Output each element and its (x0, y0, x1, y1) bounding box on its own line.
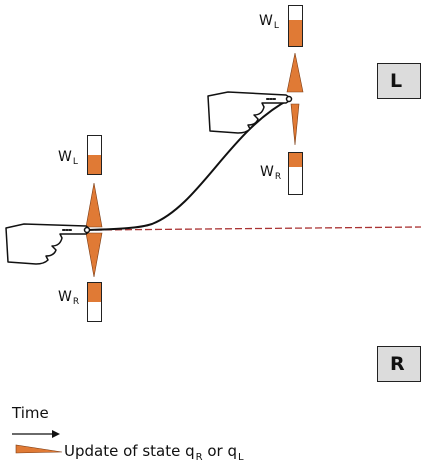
weight-label-end-right: WR (260, 164, 282, 182)
weight-bar-fill (88, 283, 101, 302)
weight-bar-end-left (288, 5, 303, 47)
end-pointing-hand-icon (207, 91, 293, 134)
start-pointing-hand-icon (5, 223, 91, 265)
weight-bar-fill (289, 153, 302, 167)
legend-update-label: Update of state qR or qL (64, 442, 244, 463)
legend-time-label: Time (12, 404, 49, 422)
start-up-triangle-icon (85, 182, 103, 228)
side-label-left: L (377, 63, 421, 99)
weight-bar-end-right (288, 152, 303, 195)
trajectory-curve (87, 98, 291, 231)
weight-bar-fill (289, 20, 302, 46)
weight-label-start-left: WL (58, 149, 78, 167)
side-label-right: R (377, 346, 421, 382)
legend-orange-triangle-icon (15, 444, 63, 454)
start-down-triangle-icon (85, 232, 103, 278)
time-arrow-icon (52, 430, 60, 438)
midline (94, 226, 421, 231)
weight-bar-fill (88, 155, 101, 174)
weight-bar-start-left (87, 135, 102, 175)
weight-label-end-left: WL (259, 13, 279, 31)
weight-label-start-right: WR (58, 289, 80, 307)
end-down-triangle-icon (290, 103, 300, 146)
end-up-triangle-icon (286, 52, 304, 93)
weight-bar-start-right (87, 282, 102, 322)
